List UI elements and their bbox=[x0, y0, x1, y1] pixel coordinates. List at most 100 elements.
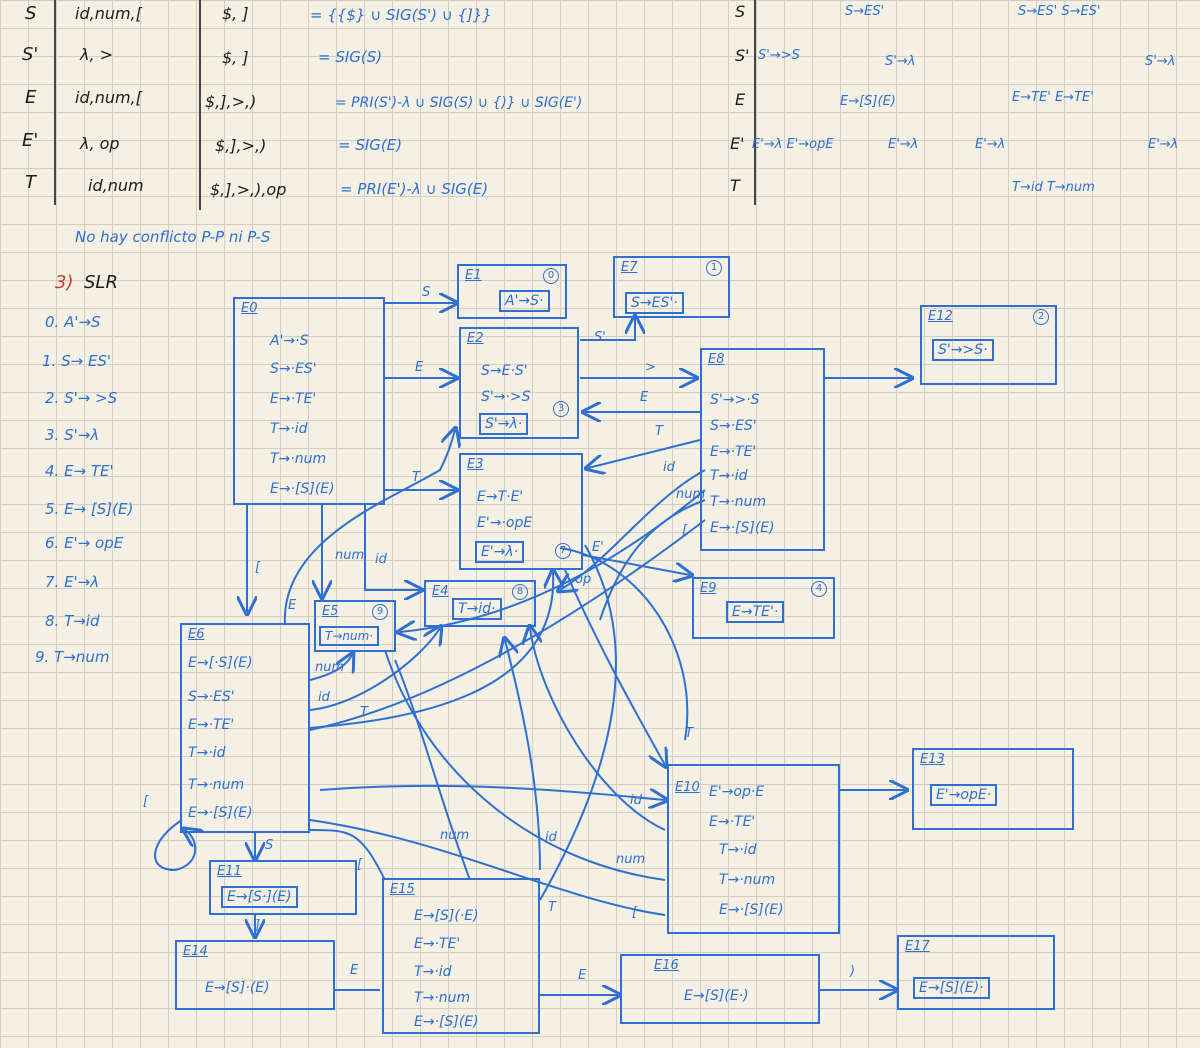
reduce-badge: 0 bbox=[543, 268, 559, 284]
transition-label: E bbox=[578, 968, 587, 983]
reduce-badge: 2 bbox=[1033, 309, 1049, 325]
transition-label: [ bbox=[682, 523, 688, 538]
nt-cell: E bbox=[25, 87, 37, 108]
grammar-rule: 4. E→ TE' bbox=[45, 462, 114, 480]
lr-item: E→·TE' bbox=[709, 814, 756, 830]
ll-nt: E bbox=[735, 90, 746, 109]
reduce-item: S'→>S· bbox=[932, 339, 994, 361]
ll-cell: S'→λ bbox=[1145, 54, 1176, 69]
calc-cell: = PRI(S')-λ ∪ SIG(S) ∪ {)} ∪ SIG(E') bbox=[335, 95, 583, 111]
transition-label: S bbox=[422, 285, 431, 300]
lr-item: S→·ES' bbox=[188, 689, 235, 705]
ll-nt: S' bbox=[735, 46, 750, 65]
transition-label: E bbox=[640, 390, 649, 405]
transition-label: [ bbox=[255, 560, 261, 575]
lr-item: T→·num bbox=[719, 872, 776, 888]
nt-cell: E' bbox=[22, 130, 39, 151]
lr-item: E→·TE' bbox=[710, 444, 757, 460]
grammar-rule: 1. S→ ES' bbox=[42, 352, 112, 370]
state-title: E5 bbox=[322, 604, 339, 619]
transition-label: num bbox=[616, 852, 646, 867]
first-cell: id,num,[ bbox=[75, 88, 142, 107]
grammar-rule: 6. E'→ opE bbox=[45, 534, 124, 552]
lr-item: E'→·opE bbox=[477, 515, 533, 531]
lr-item: E→T·E' bbox=[477, 489, 524, 505]
state-title: E6 bbox=[188, 627, 205, 642]
transition-label: id bbox=[663, 460, 675, 475]
state-e12: E12 2 S'→>S· bbox=[920, 305, 1057, 385]
transition-label: [ bbox=[632, 905, 638, 920]
reduce-item: E→[S](E)· bbox=[913, 977, 990, 999]
state-e13: E13 E'→opE· bbox=[912, 748, 1074, 830]
transition-label: num bbox=[335, 548, 365, 563]
state-title: E11 bbox=[217, 864, 242, 879]
lr-item: E→·TE' bbox=[270, 391, 317, 407]
lr-item: S→·ES' bbox=[270, 361, 317, 377]
state-title: E2 bbox=[467, 331, 484, 346]
ll-cell: T→id T→num bbox=[1012, 180, 1095, 195]
ll-nt: E' bbox=[730, 134, 745, 153]
lr-item: E→·[S](E) bbox=[270, 481, 335, 497]
reduce-badge: 1 bbox=[706, 260, 722, 276]
calc-cell: = SIG(S) bbox=[318, 48, 383, 66]
grammar-rule: 2. S'→ >S bbox=[45, 389, 118, 407]
transition-label: S' bbox=[594, 330, 606, 345]
ll-cell: S→ES' S→ES' bbox=[1018, 4, 1101, 19]
lr-item: E→·[S](E) bbox=[710, 520, 775, 536]
reduce-item: E→[S]·(E) bbox=[205, 980, 270, 996]
lr-item: S'→·>S bbox=[481, 389, 531, 405]
state-e6: E6 E→[·S](E) S→·ES' E→·TE' T→·id T→·num … bbox=[180, 623, 310, 833]
grammar-rule: 8. T→id bbox=[45, 612, 100, 630]
ll-cell: E→[S](E) bbox=[840, 94, 896, 109]
grammar-rule: 0. A'→S bbox=[45, 313, 101, 331]
state-title: E12 bbox=[928, 309, 953, 324]
state-title: E1 bbox=[465, 268, 482, 283]
state-e15: E15 E→[S](·E) E→·TE' T→·id T→·num E→·[S]… bbox=[382, 878, 540, 1034]
reduce-item: E→TE'· bbox=[726, 601, 785, 623]
lr-item: E→·[S](E) bbox=[188, 805, 253, 821]
grammar-rule: 5. E→ [S](E) bbox=[45, 500, 134, 518]
state-e2: E2 S→E·S' S'→·>S S'→λ· 3 bbox=[459, 327, 579, 439]
state-e14: E14 E→[S]·(E) bbox=[175, 940, 335, 1010]
transition-label: ) bbox=[850, 964, 856, 979]
transition-label: id bbox=[318, 690, 330, 705]
transition-label: T bbox=[685, 726, 693, 741]
transition-label: op bbox=[575, 572, 592, 587]
first-cell: id,num,[ bbox=[75, 4, 142, 23]
transition-label: ] bbox=[255, 918, 261, 933]
lr-item: T→·id bbox=[414, 964, 452, 980]
lr-item: E'→op·E bbox=[709, 784, 765, 800]
state-e5: E5 9 T→num· bbox=[314, 600, 396, 652]
grammar-rule: 3. S'→λ bbox=[45, 426, 100, 444]
state-title: E3 bbox=[467, 457, 484, 472]
ll-nt: S bbox=[735, 2, 746, 21]
reduce-item: T→id· bbox=[452, 598, 502, 620]
reduce-item: E→[S·](E) bbox=[221, 886, 298, 908]
nt-cell: S' bbox=[22, 44, 39, 65]
reduce-item: S→ES'· bbox=[625, 292, 684, 314]
transition-label: num bbox=[440, 828, 470, 843]
state-title: E8 bbox=[708, 352, 725, 367]
transition-label: T bbox=[360, 705, 368, 720]
transition-label: T bbox=[412, 470, 420, 485]
follow-cell: $, ] bbox=[222, 48, 249, 67]
nt-cell: S bbox=[25, 3, 37, 24]
lr-item: S'→>·S bbox=[710, 392, 760, 408]
state-e7: E7 1 S→ES'· bbox=[613, 256, 730, 318]
calc-cell: = SIG(E) bbox=[338, 136, 403, 154]
ll-cell: S'→λ bbox=[885, 54, 916, 69]
reduce-item: E'→opE· bbox=[930, 784, 998, 806]
transition-label: > bbox=[645, 360, 656, 375]
transition-label: id bbox=[545, 830, 557, 845]
lr-item: T→·num bbox=[414, 990, 471, 1006]
lr-item: T→·id bbox=[719, 842, 757, 858]
transition-label: T bbox=[655, 424, 663, 439]
transition-label: id bbox=[630, 793, 642, 808]
lr-item: T→·id bbox=[188, 745, 226, 761]
calc-cell: = PRI(E')-λ ∪ SIG(E) bbox=[340, 180, 489, 198]
state-title: E0 bbox=[241, 301, 258, 316]
lr-item: S→·ES' bbox=[710, 418, 757, 434]
follow-cell: $,],>,) bbox=[215, 136, 267, 155]
transition-label: E bbox=[288, 598, 297, 613]
grammar-rule: 7. E'→λ bbox=[45, 573, 100, 591]
